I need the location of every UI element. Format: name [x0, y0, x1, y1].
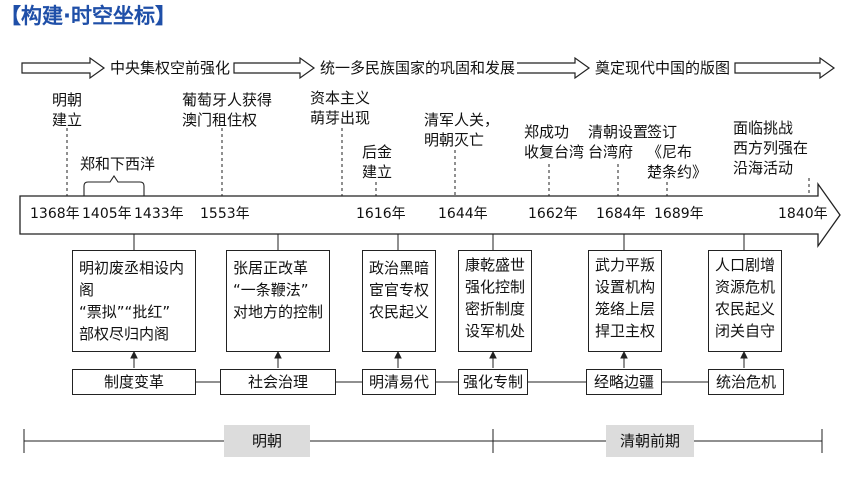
year-label: 1433年: [134, 206, 184, 222]
era-ruler: [23, 429, 823, 453]
year-label: 1616年: [356, 206, 406, 222]
event-capitalism-sprouts: 资本主义 萌芽出现: [310, 89, 371, 127]
content-box-autocracy: 康乾盛世 强化控制 密折制度 设军机处: [458, 250, 532, 352]
content-box-frontier: 武力平叛 设置机构 笼络上层 捍卫主权: [588, 250, 662, 352]
year-label: 1689年: [654, 206, 704, 222]
stage-label-2: 统一多民族国家的巩固和发展: [318, 59, 518, 77]
bracket: [83, 175, 145, 196]
era-early-qing: 清朝前期: [606, 425, 694, 457]
era-ming: 明朝: [224, 425, 310, 457]
content-box-institution-reform: 明初废丞相设内阁 “票拟”“批红” 部权尽归内阁: [72, 250, 196, 352]
stage-label-1: 中央集权空前强化: [108, 59, 233, 77]
category-arrows: [130, 350, 748, 368]
event-western-challenge: 面临挑战 西方列强在 沿海活动: [733, 119, 809, 177]
content-box-crisis: 人口剧增 资源危机 农民起义 闭关自守: [708, 250, 782, 352]
event-later-jin: 后金 建立: [362, 143, 393, 181]
content-box-social-governance: 张居正改革 “一条鞭法” 对地方的控制: [226, 250, 330, 352]
content-box-dynasty-change: 政治黑暗 宦官专权 农民起义: [362, 250, 436, 352]
stage-label-3: 奠定现代中国的版图: [593, 59, 733, 77]
year-label: 1684年: [596, 206, 646, 222]
box-connectors: [133, 234, 745, 250]
category-autocracy: 强化专制: [458, 369, 528, 395]
event-taiwan-recovered: 郑成功 收复台湾: [524, 123, 585, 161]
year-label: 1662年: [528, 206, 578, 222]
category-institution-reform: 制度变革: [72, 369, 196, 395]
year-label: 1553年: [200, 206, 250, 222]
year-label: 1644年: [438, 206, 488, 222]
timeline-arrow: [19, 181, 841, 249]
stage-arrows: [21, 56, 836, 80]
section-title: 【构建·时空坐标】: [0, 4, 176, 28]
event-nerchinsk-treaty: 签订 《尼布 楚条约》: [647, 123, 708, 181]
event-ming-founded: 明朝 建立: [52, 91, 83, 129]
event-qing-enters: 清军人关， 明朝灭亡: [424, 111, 500, 149]
category-social-governance: 社会治理: [220, 369, 336, 395]
category-frontier: 经略边疆: [586, 369, 662, 395]
category-dynasty-change: 明清易代: [362, 369, 436, 395]
event-macau: 葡萄牙人获得 澳门租住权: [182, 91, 273, 129]
year-label: 1405年: [82, 206, 132, 222]
year-label: 1840年: [778, 206, 828, 222]
event-connectors: [66, 128, 810, 196]
event-taiwan-prefecture: 清朝设置 台湾府: [588, 123, 649, 161]
year-label: 1368年: [30, 206, 80, 222]
category-crisis: 统治危机: [708, 369, 784, 395]
event-zheng-he: 郑和下西洋: [80, 155, 156, 173]
